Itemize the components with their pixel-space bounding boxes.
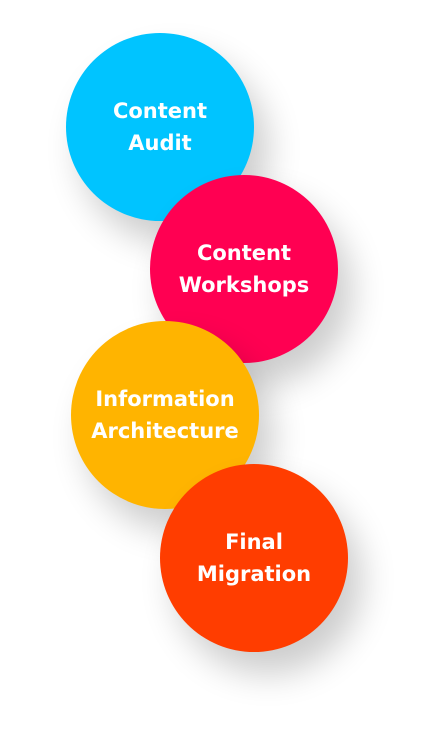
step-label-line1: Content [196, 241, 292, 265]
step-label-line1: Information [95, 387, 235, 411]
step-label-line1: Final [225, 530, 283, 554]
step-label-line2: Audit [128, 131, 192, 155]
step-label: Final Migration [197, 526, 311, 590]
step-label: Content Audit [113, 95, 207, 159]
step-label-line2: Migration [196, 562, 312, 586]
step-information-architecture: Information Architecture [71, 321, 259, 509]
step-label: Information Architecture [91, 383, 239, 447]
step-final-migration: Final Migration [160, 464, 348, 652]
step-label-line2: Workshops [178, 273, 310, 297]
step-content-audit: Content Audit [66, 33, 254, 221]
step-label-line2: Architecture [91, 419, 239, 443]
step-label-line1: Content [112, 99, 208, 123]
step-label: Content Workshops [179, 237, 310, 301]
